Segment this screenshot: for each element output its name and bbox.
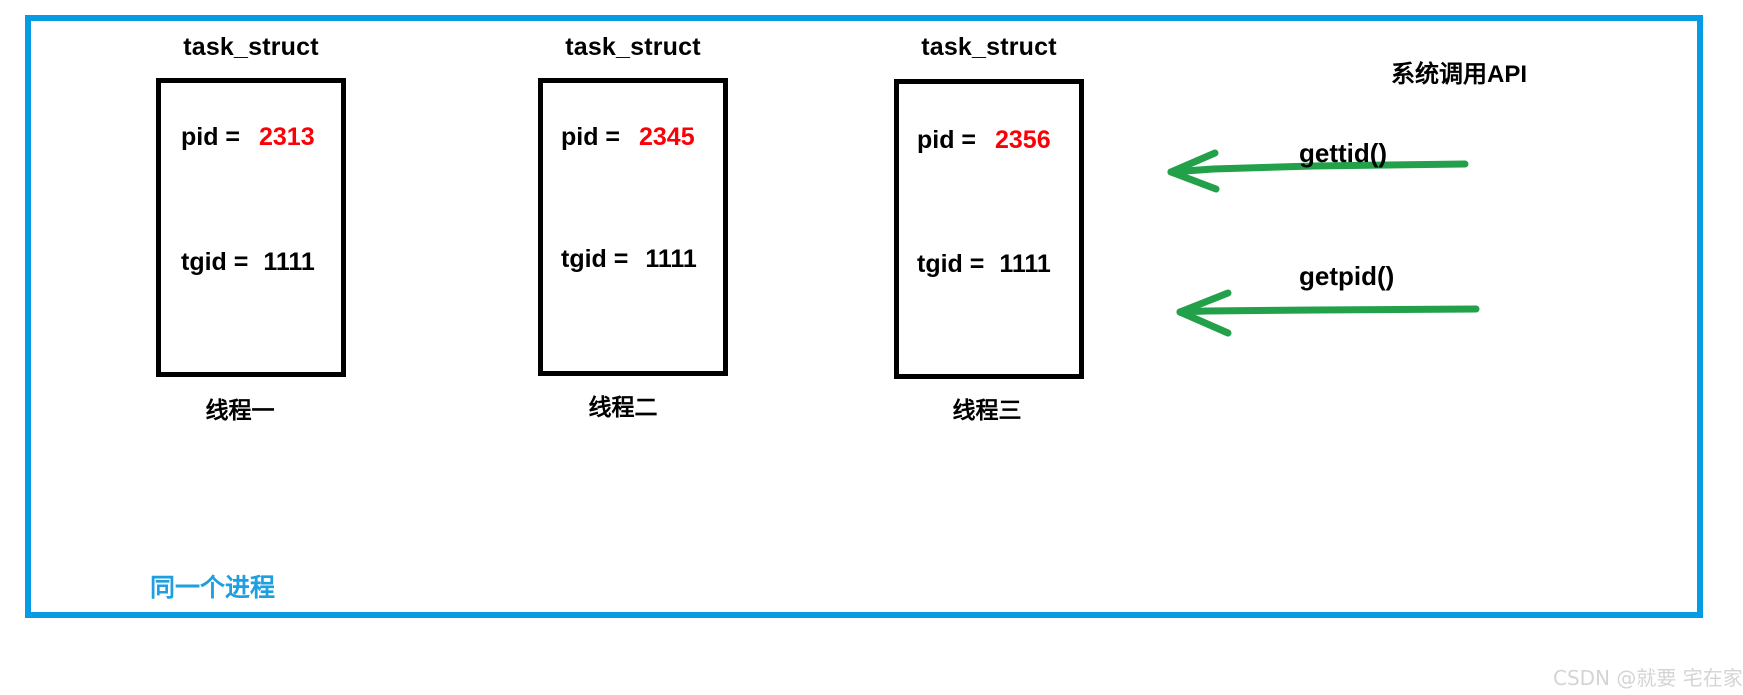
pid-label: pid = bbox=[561, 123, 621, 151]
tgid-label: tgid = bbox=[561, 245, 629, 273]
getpid-label: getpid() bbox=[1299, 261, 1395, 291]
thread-column-2: task_struct pid = 2345 tgid = 1111 线程二 bbox=[463, 33, 803, 422]
thread-caption: 线程一 bbox=[205, 397, 275, 423]
tgid-label: tgid = bbox=[917, 250, 985, 278]
pid-value: 2345 bbox=[639, 123, 695, 151]
task-struct-title: task_struct bbox=[183, 33, 319, 61]
tgid-label: tgid = bbox=[181, 248, 249, 276]
pid-label: pid = bbox=[917, 126, 977, 154]
pid-value: 2356 bbox=[995, 126, 1051, 154]
syscall-api-heading: 系统调用API bbox=[1391, 61, 1528, 88]
tgid-value: 1111 bbox=[263, 248, 315, 276]
tgid-field: tgid = 1111 bbox=[181, 248, 315, 277]
pid-label: pid = bbox=[181, 123, 241, 151]
thread-column-1: task_struct pid = 2313 tgid = 1111 线程一 bbox=[81, 33, 421, 425]
gettid-label: gettid() bbox=[1299, 138, 1388, 168]
thread-caption: 线程三 bbox=[952, 397, 1022, 423]
pid-value: 2313 bbox=[259, 123, 315, 151]
tgid-value: 1111 bbox=[999, 250, 1051, 278]
thread-column-3: task_struct pid = 2356 tgid = 1111 线程三 bbox=[819, 33, 1159, 425]
tgid-field: tgid = 1111 bbox=[561, 245, 697, 274]
tgid-field: tgid = 1111 bbox=[917, 250, 1051, 279]
thread-caption: 线程二 bbox=[588, 394, 658, 420]
task-struct-title: task_struct bbox=[565, 33, 701, 61]
pid-field: pid = 2345 bbox=[561, 123, 695, 152]
task-struct-title: task_struct bbox=[921, 33, 1057, 61]
tgid-value: 1111 bbox=[645, 245, 697, 273]
pid-field: pid = 2313 bbox=[181, 123, 315, 152]
task-struct-box: pid = 2345 tgid = 1111 bbox=[538, 78, 728, 376]
task-struct-box: pid = 2356 tgid = 1111 bbox=[894, 79, 1084, 379]
csdn-watermark: CSDN @就要 宅在家 bbox=[1553, 666, 1743, 690]
process-boundary-frame: task_struct pid = 2313 tgid = 1111 线程一 t… bbox=[25, 15, 1703, 618]
task-struct-box: pid = 2313 tgid = 1111 bbox=[156, 78, 346, 377]
same-process-note: 同一个进程 bbox=[150, 574, 276, 602]
pid-field: pid = 2356 bbox=[917, 126, 1051, 155]
